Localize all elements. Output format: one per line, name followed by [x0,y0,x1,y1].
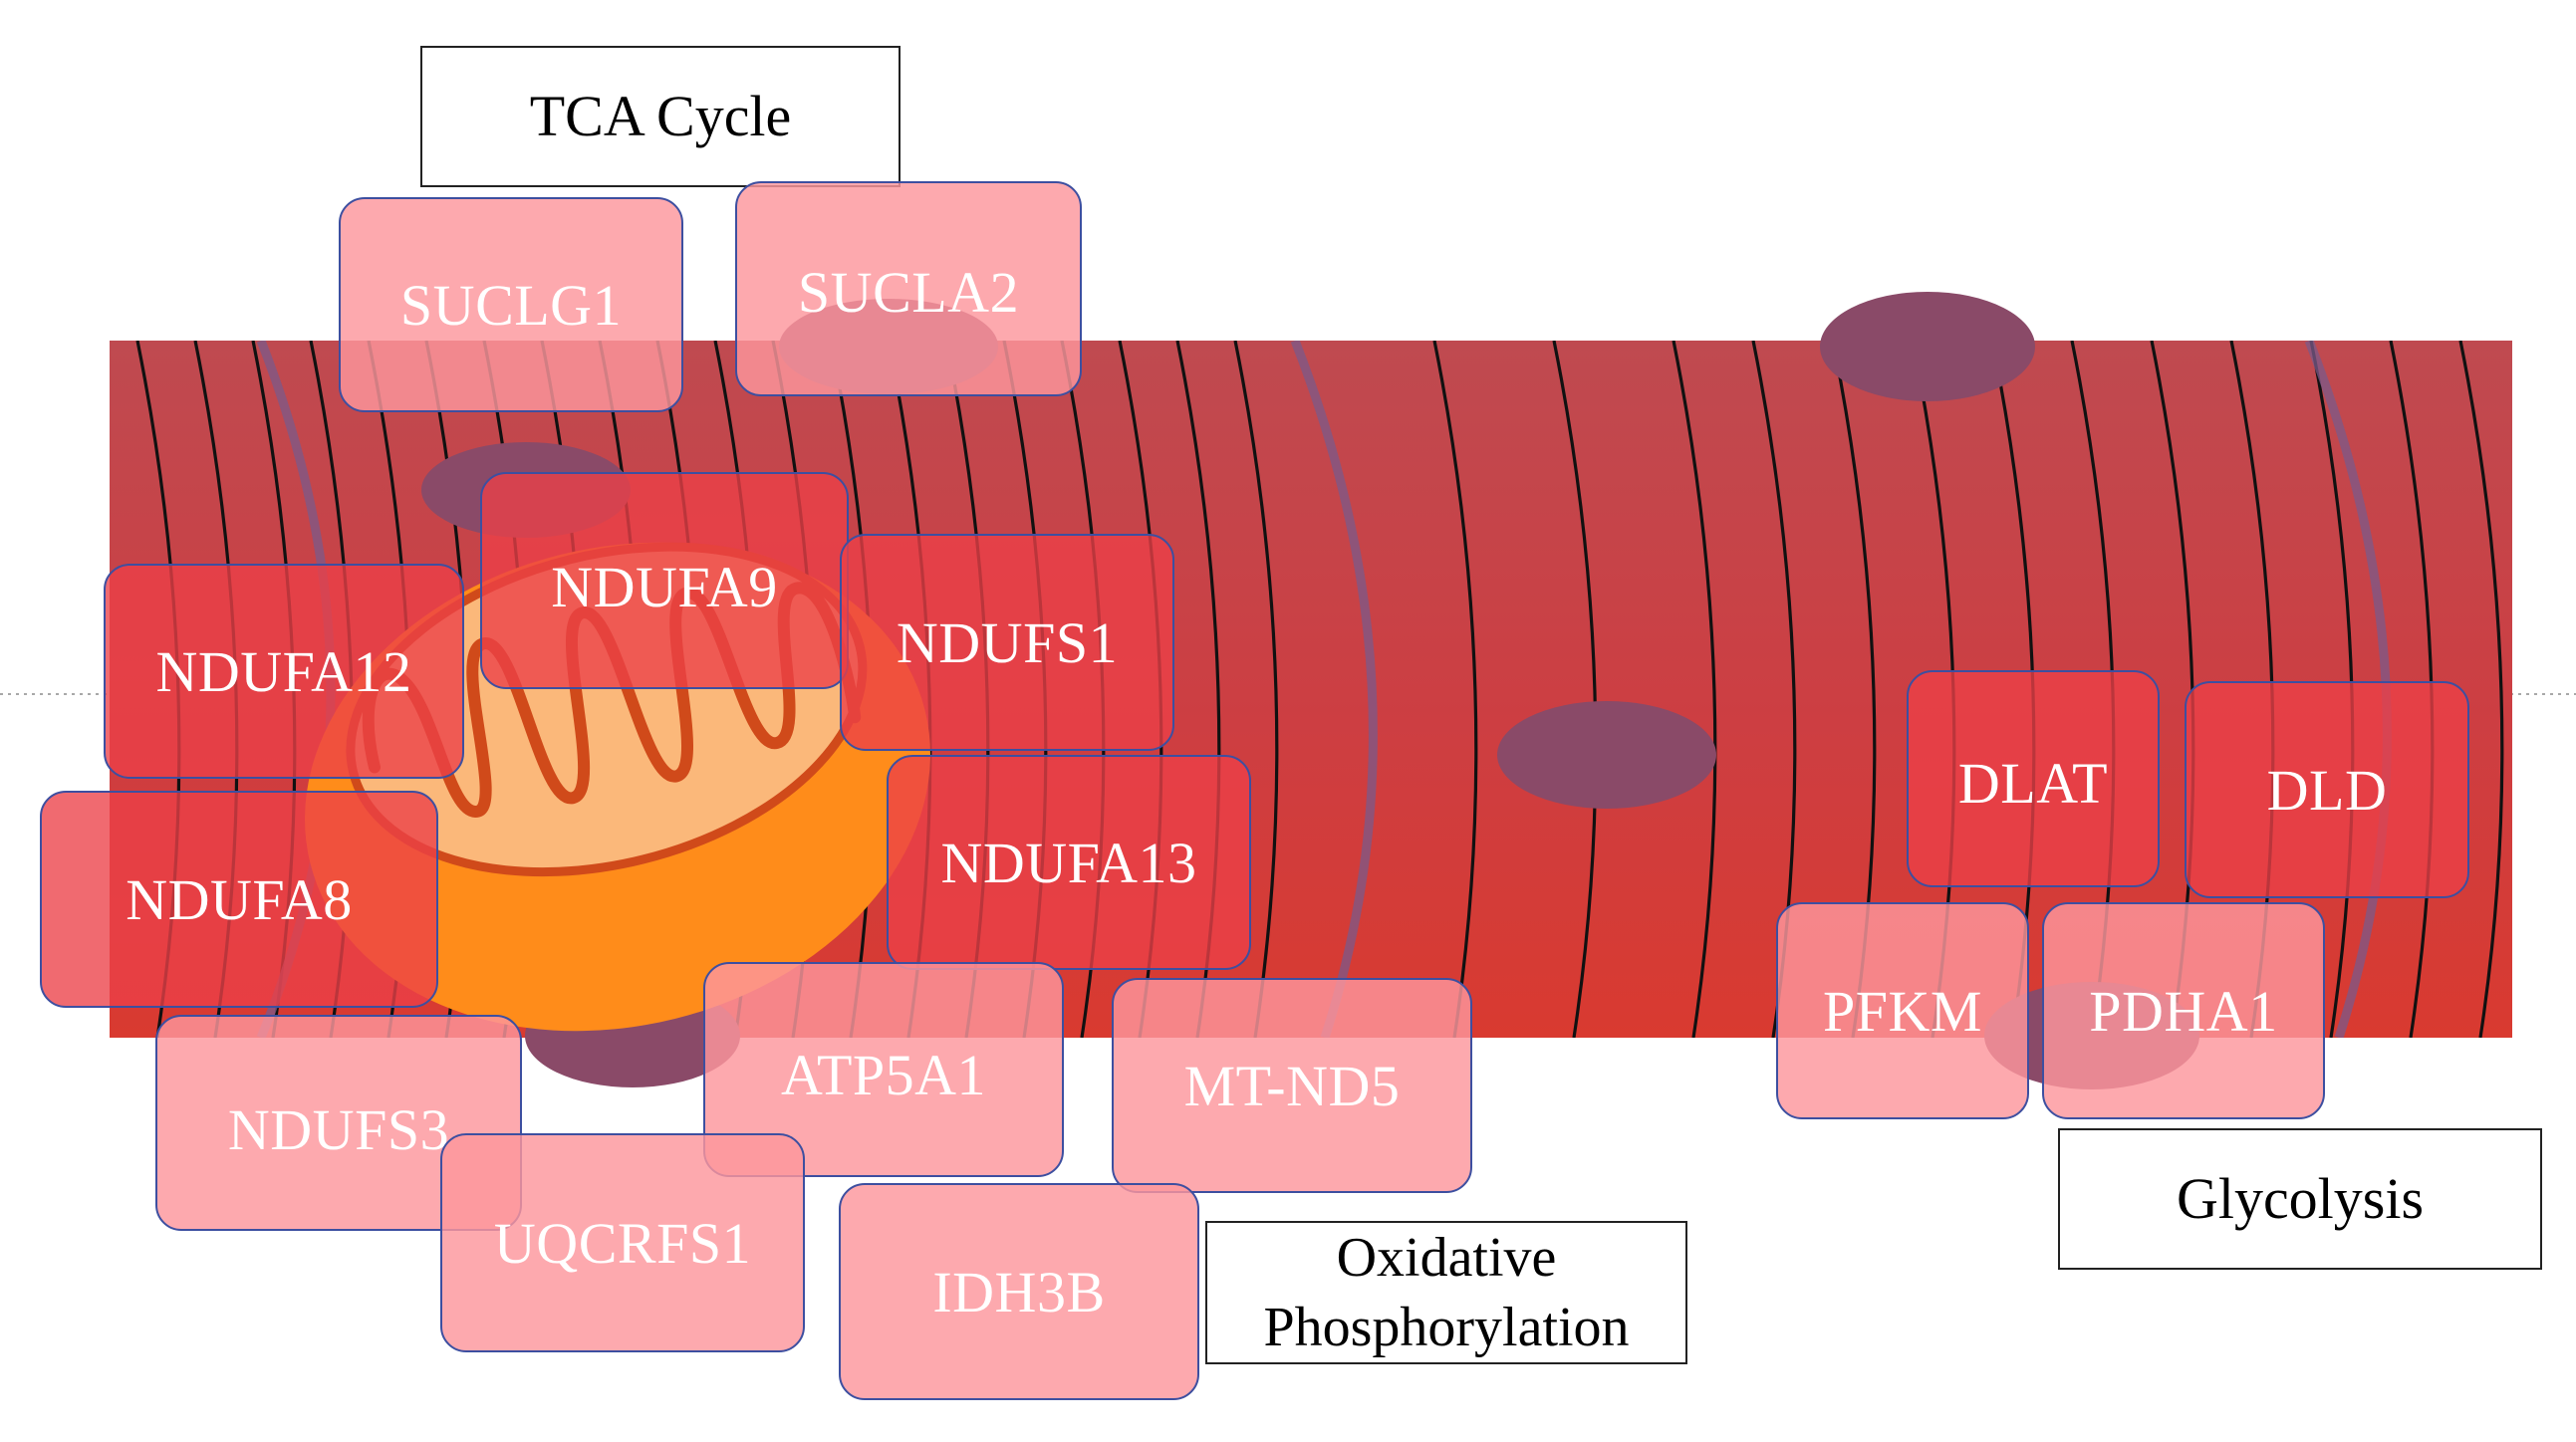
gene-box-pfkm: PFKM [1776,902,2029,1119]
gene-box-ndufa9: NDUFA9 [480,472,849,689]
gene-label: NDUFS3 [227,1097,450,1162]
gene-label: NDUFA9 [551,555,778,619]
gene-label: DLAT [1957,751,2109,816]
gene-label: NDUFA13 [940,830,1197,895]
oxphos-line-1: Oxidative [1336,1227,1557,1289]
oxidative-phosphorylation-text: Oxidative Phosphorylation [1263,1223,1629,1362]
gene-label: NDUFS1 [896,609,1119,675]
gene-box-ndufa8: NDUFA8 [40,791,438,1008]
gene-box-ndufs1: NDUFS1 [840,534,1174,751]
gene-box-suclg1: SUCLG1 [339,197,683,412]
gene-label: SUCLG1 [399,272,623,338]
glycolysis-text: Glycolysis [2176,1165,2425,1231]
gene-label: ATP5A1 [780,1043,987,1107]
gene-box-uqcrfs1: UQCRFS1 [440,1133,805,1352]
gene-box-idh3b: IDH3B [839,1183,1199,1400]
gene-label: SUCLA2 [797,260,1020,325]
gene-label: MT-ND5 [1183,1053,1401,1118]
nucleus [1497,701,1716,809]
gene-label: NDUFA8 [126,866,353,932]
gene-box-dlat: DLAT [1907,670,2160,887]
pathway-label-oxidative-phosphorylation: Oxidative Phosphorylation [1205,1221,1687,1364]
gene-box-ndufa13: NDUFA13 [887,755,1251,970]
gene-box-pdha1: PDHA1 [2042,902,2325,1119]
gene-label: IDH3B [932,1259,1106,1324]
gene-label: PFKM [1823,978,1982,1044]
nucleus [1820,292,2035,401]
gene-label: PDHA1 [2089,978,2278,1044]
gene-box-mt-nd5: MT-ND5 [1112,978,1472,1193]
gene-box-ndufa12: NDUFA12 [104,564,464,779]
tca-cycle-text: TCA Cycle [529,83,792,148]
pathway-label-glycolysis: Glycolysis [2058,1128,2542,1270]
gene-label: DLD [2266,757,2388,823]
gene-box-dld: DLD [2185,681,2469,898]
pathway-label-tca-cycle: TCA Cycle [420,46,901,187]
gene-box-sucla2: SUCLA2 [735,181,1082,396]
gene-label: UQCRFS1 [493,1210,752,1276]
gene-label: NDUFA12 [155,638,412,704]
oxphos-line-2: Phosphorylation [1263,1297,1630,1358]
